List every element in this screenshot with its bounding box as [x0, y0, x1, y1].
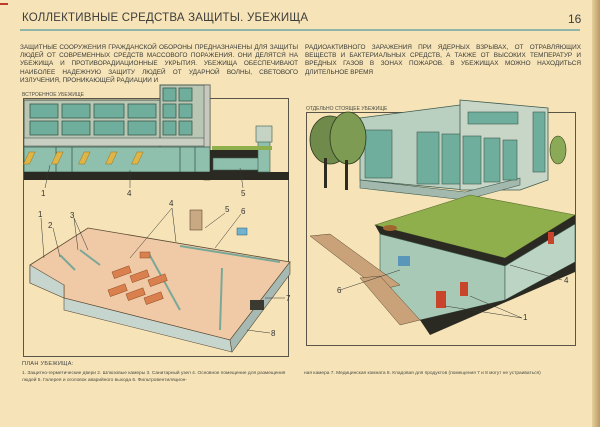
callout-4-section: 4: [127, 189, 132, 198]
callout-6-freestanding: 6: [337, 286, 342, 295]
callout-4-freestanding: 4: [564, 276, 569, 285]
intro-text-left: ЗАЩИТНЫЕ СООРУЖЕНИЯ ГРАЖДАНСКОЙ ОБОРОНЫ …: [20, 44, 298, 84]
callout-4-plan: 4: [169, 199, 174, 208]
callout-8-plan: 8: [271, 329, 276, 338]
callout-6-plan: 6: [241, 207, 246, 216]
callout-1-freestanding: 1: [523, 313, 528, 322]
intro-text-right: РАДИОАКТИВНОГО ЗАРАЖЕНИЯ ПРИ ЯДЕРНЫХ ВЗР…: [305, 44, 581, 76]
built-in-shelter-label: ВСТРОЕННОЕ УБЕЖИЩЕ: [22, 92, 87, 98]
plan-legend-left: 1. Защитно-герметические двери 2. Шлюзов…: [22, 371, 286, 383]
corner-mark: [0, 3, 8, 5]
callout-3-plan: 3: [70, 211, 75, 220]
callout-5-plan: 5: [225, 205, 230, 214]
title-divider: [20, 29, 580, 31]
callout-1-plan: 1: [38, 210, 43, 219]
plan-legend-right: ная камера 7. Медицинская комната 8. Кла…: [304, 371, 541, 376]
page-title: КОЛЛЕКТИВНЫЕ СРЕДСТВА ЗАЩИТЫ. УБЕЖИЩА: [22, 12, 309, 24]
callout-7-plan: 7: [286, 294, 291, 303]
callout-1-section: 1: [41, 189, 46, 198]
callout-5-section: 5: [241, 189, 246, 198]
page-number: 16: [568, 12, 582, 26]
page-edge: [592, 0, 600, 427]
callout-2-plan: 2: [48, 221, 53, 230]
freestanding-shelter-label: ОТДЕЛЬНО СТОЯЩЕЕ УБЕЖИЩЕ: [306, 106, 391, 112]
plan-heading: ПЛАН УБЕЖИЩА:: [22, 361, 74, 367]
built-in-shelter-panel: [23, 98, 289, 357]
